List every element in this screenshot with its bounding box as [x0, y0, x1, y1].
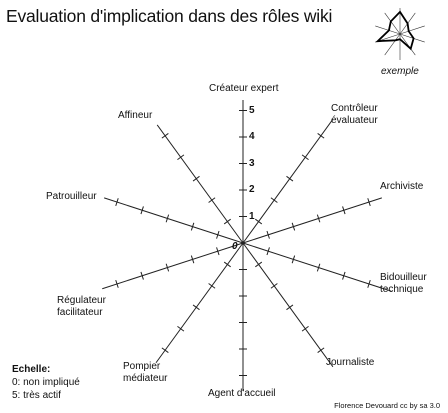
example-axis-4 — [399, 33, 416, 56]
radar-tick-8-3 — [165, 214, 170, 223]
scale-tick-label: 2 — [249, 184, 255, 195]
radar-tick-7-4 — [140, 271, 144, 280]
legend-item-min: 0: non impliqué — [12, 377, 80, 388]
page-title: Evaluation d'implication dans des rôles … — [6, 6, 333, 26]
radar-tick-4-3 — [286, 304, 294, 311]
example-polygon — [375, 10, 415, 51]
radar-tick-9-2 — [208, 197, 216, 203]
legend-item-max: 5: très actif — [12, 390, 61, 401]
scale-zero-label: 0 — [232, 241, 238, 252]
scale-tick-label: 1 — [249, 210, 255, 222]
scale-legend: Echelle: 0: non impliqué 5: très actif — [12, 363, 80, 402]
scale-tick-label: 3 — [249, 157, 255, 169]
scale-tick-label: 4 — [249, 131, 255, 142]
radar-tick-1-5 — [317, 133, 325, 139]
radar-tick-2-3 — [316, 214, 321, 223]
axis-label-6: Pompier médiateur — [123, 361, 168, 384]
radar-tick-9-3 — [192, 175, 200, 182]
axis-label-5: Agent d'accueil — [208, 388, 276, 399]
example-label: exemple — [381, 66, 419, 77]
radar-tick-1-3 — [286, 175, 294, 182]
radar-tick-7-2 — [190, 255, 195, 264]
axis-label-8: Patrouilleur — [46, 191, 97, 202]
radar-tick-7-3 — [165, 263, 170, 272]
radar-tick-6-2 — [208, 283, 216, 289]
radar-tick-1-1 — [255, 218, 263, 225]
radar-tick-1-4 — [301, 154, 309, 160]
radar-axis-9 — [156, 124, 244, 244]
axis-label-3: Bidouilleur technique — [380, 272, 427, 295]
radar-axis-8 — [103, 197, 244, 244]
radar-tick-9-4 — [177, 154, 185, 160]
radar-tick-9-5 — [161, 133, 169, 139]
radar-tick-4-2 — [270, 283, 278, 289]
axis-label-4: Journaliste — [326, 357, 375, 368]
radar-tick-8-2 — [190, 222, 195, 231]
radar-tick-3-3 — [316, 263, 321, 272]
example-axis-2 — [399, 25, 425, 35]
radar-tick-6-3 — [192, 304, 200, 311]
radar-axis-7 — [102, 242, 244, 290]
radar-tick-8-5 — [115, 198, 119, 207]
radar-tick-7-5 — [115, 279, 119, 288]
radar-axis-1 — [242, 118, 334, 244]
axis-label-9: Affineur — [118, 110, 153, 121]
radar-axis-4 — [242, 242, 334, 368]
radar-tick-7-1 — [216, 247, 220, 256]
radar-tick-6-5 — [161, 347, 169, 353]
radar-tick-2-4 — [342, 206, 346, 215]
radar-tick-3-5 — [367, 279, 371, 288]
example-axis-9 — [384, 12, 401, 35]
radar-tick-6-1 — [223, 261, 231, 268]
radar-axis-6 — [155, 242, 244, 364]
radar-tick-3-4 — [342, 271, 346, 280]
axis-label-2: Archiviste — [380, 181, 424, 192]
radar-tick-3-1 — [266, 247, 270, 256]
radar-tick-3-2 — [291, 255, 296, 264]
radar-tick-8-1 — [216, 230, 220, 239]
axis-label-0: Créateur expert — [209, 83, 279, 94]
radar-tick-2-2 — [291, 222, 296, 231]
radar-tick-2-5 — [367, 198, 371, 207]
axis-label-7: Régulateur facilitateur — [57, 295, 106, 318]
legend-title: Echelle: — [12, 364, 51, 375]
radar-tick-4-4 — [301, 326, 309, 332]
radar-tick-4-1 — [255, 261, 263, 268]
example-axis-6 — [384, 33, 401, 56]
example-radar-icon — [375, 8, 425, 60]
axis-label-1: Contrôleur évaluateur — [331, 103, 378, 126]
radar-tick-2-1 — [266, 230, 270, 239]
radar-tick-6-4 — [177, 326, 185, 332]
radar-tick-9-1 — [223, 218, 231, 225]
credit-text: Florence Devouard cc by sa 3.0 — [334, 401, 440, 410]
radar-tick-1-2 — [270, 197, 278, 203]
scale-tick-label: 5 — [249, 104, 255, 116]
example-axis-8 — [375, 25, 401, 35]
radar-tick-8-4 — [140, 206, 144, 215]
radar-axis-2 — [242, 197, 383, 244]
radar-tick-4-5 — [317, 347, 325, 353]
